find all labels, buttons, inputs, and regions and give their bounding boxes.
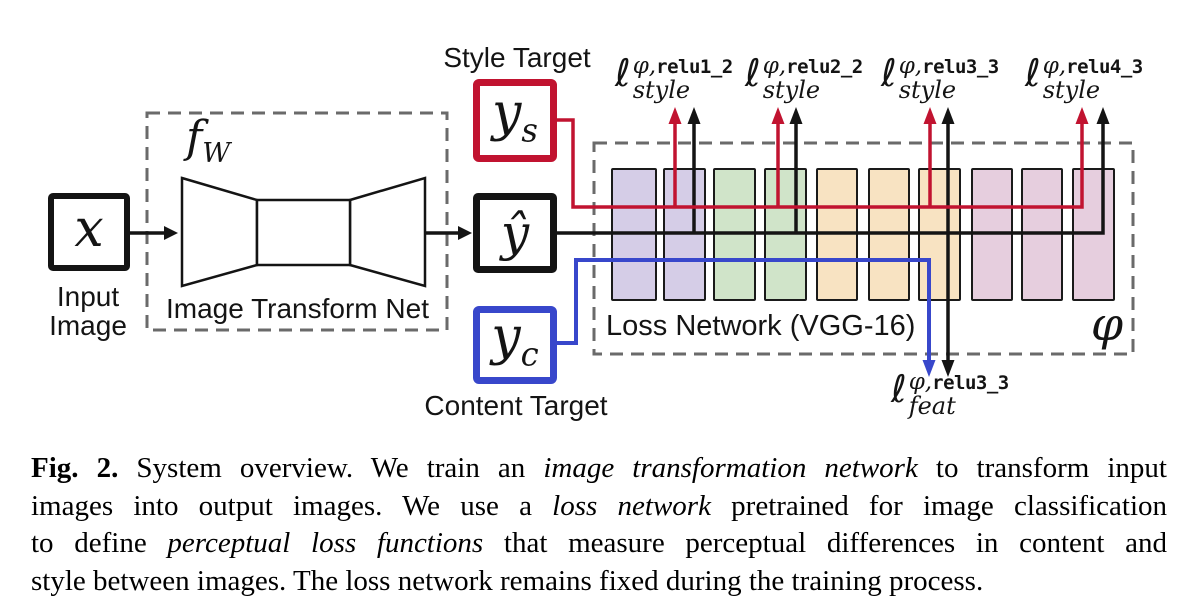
- caption-line-3: to define perceptual loss functions that…: [31, 527, 1168, 559]
- arrowhead-red-up3: [923, 107, 937, 124]
- arrowhead-input: [164, 226, 178, 240]
- loss-ell-symbol: ℓ: [891, 367, 907, 411]
- transform-net-label: Image Transform Net: [166, 293, 429, 324]
- figure-caption: Fig. 2. System overview. We train an ima…: [31, 450, 1167, 600]
- loss-ell-symbol: ℓ: [1025, 51, 1041, 95]
- loss-sup-phi: φ,: [898, 53, 923, 79]
- red-arrowheads: [668, 107, 1089, 124]
- output-symbol: ŷ: [500, 204, 530, 262]
- loss-sup-relu-layer: relu1_2: [656, 55, 733, 78]
- arrowhead-black-up4: [1096, 107, 1110, 124]
- transform-net-dashed-box: [145, 111, 449, 332]
- arrowhead-black-down-feat: [941, 360, 955, 377]
- yhat-loss-line: [557, 124, 1105, 235]
- loss-sup-phi: φ,: [762, 53, 787, 79]
- feat-loss-label: ℓ φ,relu3_3 feat: [891, 367, 1009, 420]
- black-lines: [130, 124, 1105, 361]
- arrowhead-red-up1: [668, 107, 682, 124]
- loss-subscript: style: [1042, 75, 1101, 104]
- phi-symbol: φ: [1090, 297, 1124, 351]
- loss-network-label: Loss Network (VGG-16): [606, 310, 916, 342]
- caption-line-1: Fig. 2. System overview. We train an ima…: [31, 452, 1167, 484]
- loss-sup-relu-layer: relu4_3: [1066, 55, 1143, 78]
- style-target-box: ys: [473, 79, 557, 162]
- content-loss-line: [557, 258, 931, 361]
- loss-ell-symbol: ℓ: [745, 51, 761, 95]
- content-target-label: Content Target: [424, 390, 608, 421]
- loss-subscript: style: [762, 75, 821, 104]
- content-target-box: yc: [473, 306, 557, 384]
- style-target-label: Style Target: [443, 42, 591, 73]
- output-box: ŷ: [473, 193, 557, 273]
- arrowhead-red-up4: [1075, 107, 1089, 124]
- style-loss-line: [557, 118, 1084, 209]
- arrowhead-output: [458, 226, 472, 240]
- arrowhead-black-up2: [789, 107, 803, 124]
- style-target-symbol: ys: [492, 82, 538, 150]
- content-target-symbol: yc: [491, 307, 539, 374]
- arrowhead-blue-down-feat: [922, 360, 936, 377]
- arrowhead-red-up2: [771, 107, 785, 124]
- loss-sup-phi: φ,: [632, 53, 657, 79]
- loss-sup-relu-layer: relu3_3: [922, 55, 999, 78]
- loss-subscript: feat: [908, 391, 956, 420]
- decoder-trapezoid: [348, 176, 427, 288]
- transform-function-symbol: fW: [186, 112, 231, 169]
- input-symbol: x: [74, 199, 104, 259]
- style-loss-label-4: ℓ φ,relu4_3 style: [1025, 51, 1143, 104]
- content-lines: [557, 258, 936, 377]
- loss-net-dashed-box: [592, 141, 1135, 356]
- loss-subscript: style: [898, 75, 957, 104]
- input-image-label: Input Image: [49, 281, 127, 341]
- style-loss-label-2: ℓ φ,relu2_2 style: [745, 51, 863, 104]
- loss-ell-symbol: ℓ: [615, 51, 631, 95]
- encoder-trapezoid: [180, 176, 259, 288]
- bottleneck-rect: [255, 198, 352, 267]
- style-lines: [557, 118, 1084, 209]
- black-arrowheads: [164, 107, 1110, 377]
- style-loss-label-3: ℓ φ,relu3_3 style: [881, 51, 999, 104]
- caption-line-4: style between images. The loss network r…: [31, 564, 984, 597]
- loss-subscript: style: [632, 75, 691, 104]
- input-box: x: [48, 193, 130, 271]
- style-loss-label-1: ℓ φ,relu1_2 style: [615, 51, 733, 104]
- loss-sup-relu-layer: relu2_2: [786, 55, 863, 78]
- arrowhead-black-up3: [941, 107, 955, 124]
- loss-ell-symbol: ℓ: [881, 51, 897, 95]
- caption-line-2: images into output images. We use a loss…: [31, 489, 1168, 522]
- loss-sup-relu-layer: relu3_3: [932, 371, 1009, 394]
- loss-sup-phi: φ,: [908, 369, 933, 395]
- loss-sup-phi: φ,: [1042, 53, 1067, 79]
- arrowhead-black-up1: [687, 107, 701, 124]
